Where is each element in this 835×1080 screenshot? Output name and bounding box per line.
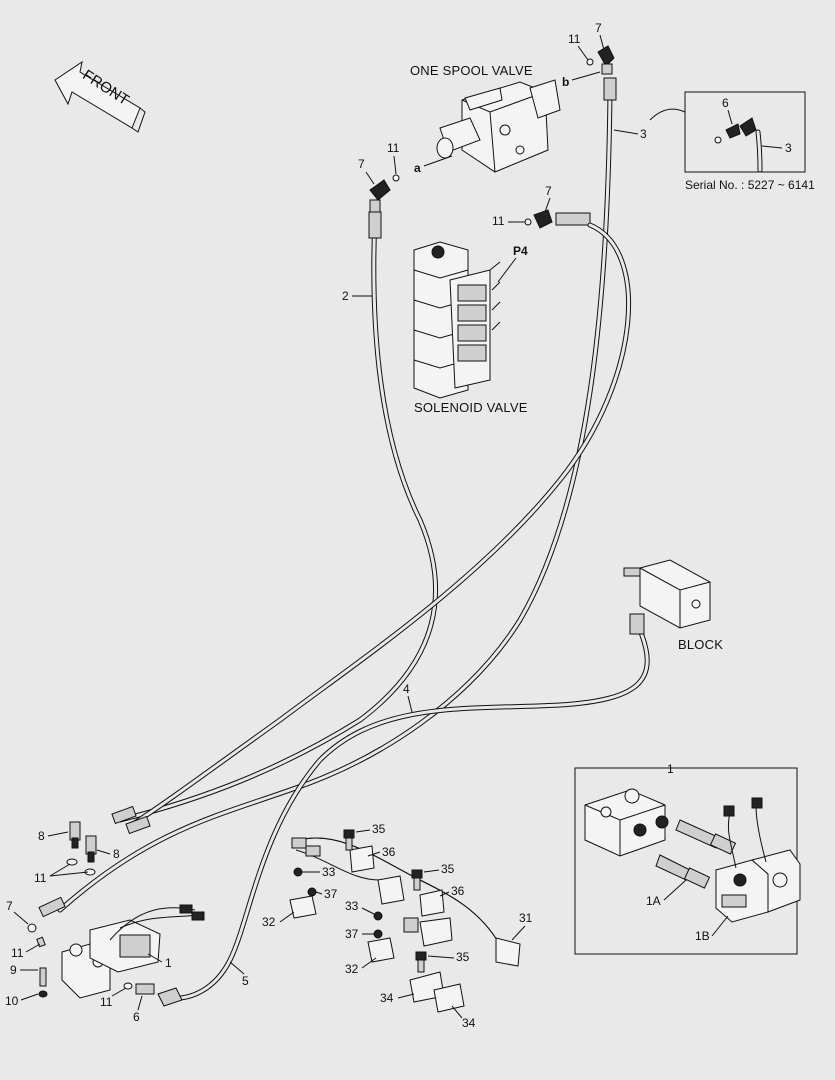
bracket-group-b bbox=[367, 869, 423, 963]
callout-1a: 1A bbox=[646, 894, 661, 908]
callout-11-low2: 11 bbox=[11, 946, 24, 960]
serial-inset: 6 3 bbox=[649, 91, 806, 173]
port-p4-label: P4 bbox=[513, 244, 528, 258]
callout-35-a: 35 bbox=[372, 822, 386, 836]
callout-11-mid: 11 bbox=[492, 214, 505, 228]
front-arrow: FRONT bbox=[54, 60, 146, 133]
callout-7-mid: 7 bbox=[545, 184, 552, 198]
fittings-8 bbox=[66, 821, 97, 876]
valve-inset-callout-1: 1 bbox=[667, 762, 674, 776]
hose-4 bbox=[127, 222, 632, 829]
block-part bbox=[623, 559, 711, 635]
block-label: BLOCK bbox=[678, 637, 723, 652]
hose-3 bbox=[57, 87, 613, 913]
serial-inset-callout-3: 3 bbox=[785, 141, 792, 155]
callout-7-left: 7 bbox=[358, 157, 365, 171]
callout-36-a: 36 bbox=[382, 845, 396, 859]
solenoid-valve-label: SOLENOID VALVE bbox=[414, 400, 528, 415]
valve-assembly-1 bbox=[27, 904, 205, 1007]
callout-7-low: 7 bbox=[6, 899, 13, 913]
wiring-harness bbox=[291, 837, 521, 967]
callout-8-b: 8 bbox=[113, 847, 120, 861]
callout-37-b: 37 bbox=[345, 927, 359, 941]
callout-34-a: 34 bbox=[380, 991, 394, 1005]
callout-36-b: 36 bbox=[451, 884, 465, 898]
callout-33-b: 33 bbox=[345, 899, 359, 913]
callout-31: 31 bbox=[519, 911, 533, 925]
callout-6: 6 bbox=[133, 1010, 140, 1024]
one-spool-valve bbox=[436, 79, 561, 173]
callout-4: 4 bbox=[403, 682, 410, 696]
callout-10: 10 bbox=[5, 994, 19, 1008]
callout-1b: 1B bbox=[695, 929, 710, 943]
hose-2-top-fitting bbox=[368, 211, 382, 239]
callout-34-b: 34 bbox=[462, 1016, 476, 1030]
callout-35-b: 35 bbox=[441, 862, 455, 876]
callout-35-c: 35 bbox=[456, 950, 470, 964]
callout-5: 5 bbox=[242, 974, 249, 988]
port-a-label: a bbox=[414, 161, 421, 175]
callout-11-top: 11 bbox=[568, 32, 581, 46]
callout-37-a: 37 bbox=[324, 887, 338, 901]
callout-7-top: 7 bbox=[595, 21, 602, 35]
callout-9: 9 bbox=[10, 963, 17, 977]
callout-8-a: 8 bbox=[38, 829, 45, 843]
callout-11-low: 11 bbox=[34, 871, 47, 885]
serial-inset-callout-6: 6 bbox=[722, 96, 729, 110]
callout-11-left: 11 bbox=[387, 141, 400, 155]
callout-1: 1 bbox=[165, 956, 172, 970]
one-spool-valve-label: ONE SPOOL VALVE bbox=[410, 63, 533, 78]
valve-inset bbox=[574, 767, 801, 955]
callout-11-bot: 11 bbox=[100, 995, 113, 1009]
callout-32-b: 32 bbox=[345, 962, 359, 976]
port-b-label: b bbox=[562, 75, 569, 89]
callout-32-a: 32 bbox=[262, 915, 276, 929]
elbow-fitting-top bbox=[586, 45, 615, 75]
solenoid-valve bbox=[413, 241, 501, 399]
serial-number-label: Serial No. : 5227 ~ 6141 bbox=[685, 178, 815, 192]
elbow-fitting-mid bbox=[524, 209, 591, 229]
hose-2 bbox=[117, 212, 438, 823]
callout-2: 2 bbox=[342, 289, 349, 303]
elbow-fitting-left bbox=[369, 174, 400, 213]
bracket-group-a bbox=[289, 829, 355, 919]
callout-33-a: 33 bbox=[322, 865, 336, 879]
callout-3: 3 bbox=[640, 127, 647, 141]
bracket-group-c bbox=[409, 951, 465, 1013]
hose-3-top-fitting bbox=[603, 77, 617, 101]
hose-end-fittings-left bbox=[38, 805, 151, 918]
